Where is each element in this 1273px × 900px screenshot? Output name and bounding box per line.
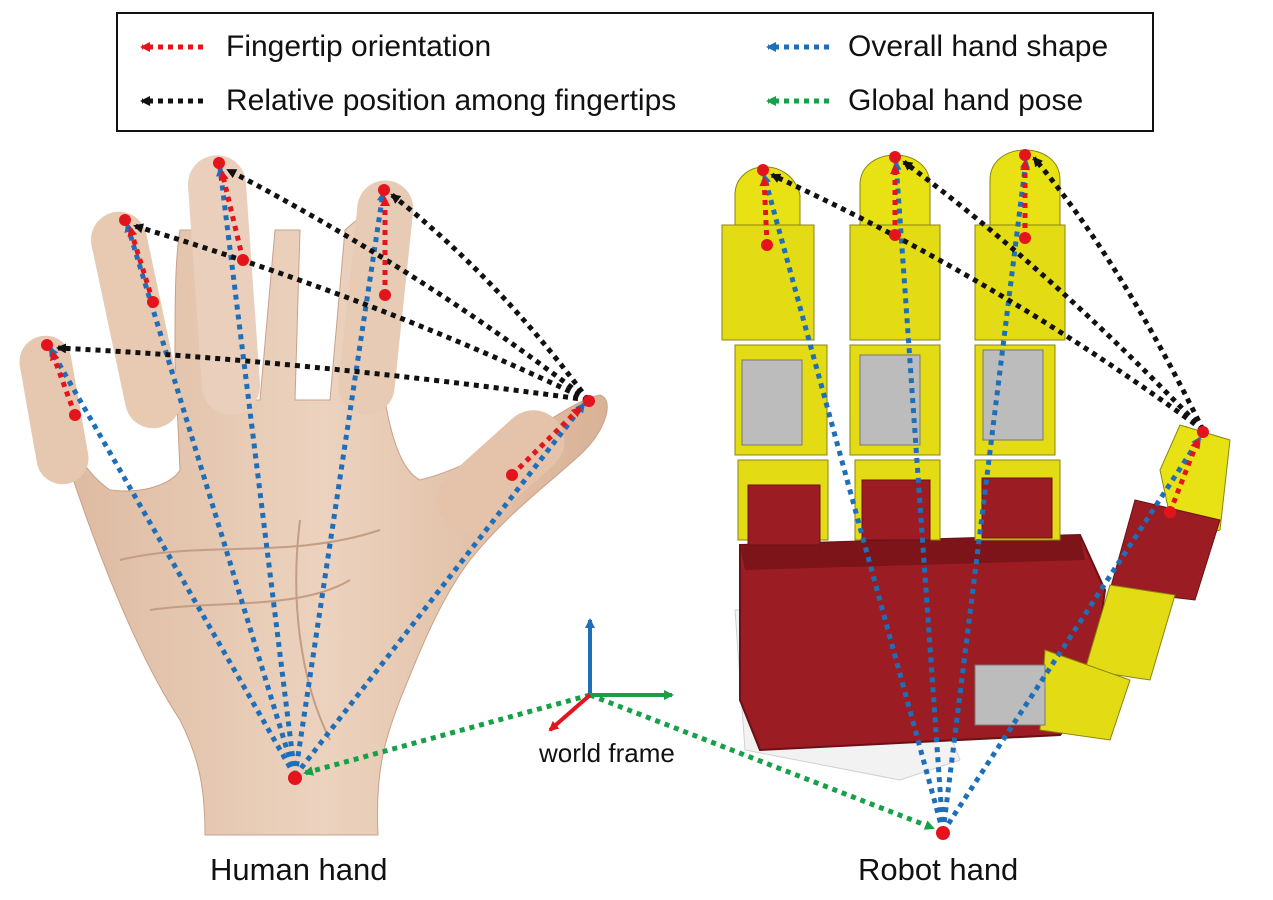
legend-label-global-pose: Global hand pose [848,84,1084,117]
legend-relative-position: Relative position among fingertips [128,84,748,118]
black-arrow-human-middle [226,167,590,402]
legend-global-pose: Global hand pose [754,84,1144,118]
legend-overall-shape: Overall hand shape [754,30,1144,64]
legend-label-relative-position: Relative position among fingertips [226,84,677,117]
red-arrow-human-ring [127,226,156,303]
green-arrow-to-robot [589,692,935,831]
world-frame-axes [548,618,674,732]
human-ring-finger [90,211,182,429]
human-hand-caption: Human hand [210,852,388,887]
robot-hand-caption: Robot hand [858,852,1019,887]
blue-arrow-human-little [47,346,298,778]
human-hand-illustration [19,155,608,836]
global-pose-arrows [303,692,935,831]
legend-fingertip-orientation: Fingertip orientation [128,30,608,64]
human-middle-finger [187,155,261,415]
robot-finger-2 [849,154,941,541]
human-little-finger [19,335,89,485]
blue-arrow-robot-f2 [891,160,946,833]
human-thumb [436,410,565,532]
legend-label-fingertip-orientation: Fingertip orientation [226,30,492,63]
overall-shape-arrows [47,158,1203,834]
red-dotted-arrow-icon [140,42,203,52]
black-arrow-robot-f3 [1032,156,1206,432]
keypoints [41,149,1209,840]
black-arrow-human-index [390,193,591,402]
blue-arrow-human-thumb [293,402,586,778]
black-arrow-human-little [56,343,589,403]
robot-hand-illustration [721,149,1231,781]
frame-x-axis [548,693,592,732]
blue-arrow-robot-thumb [940,436,1203,834]
black-arrow-human-ring [133,223,590,403]
black-arrow-robot-f2 [902,159,1205,432]
human-palm [39,199,608,836]
robot-thumb [974,424,1231,741]
legend: Fingertip orientation Relative position … [116,12,1154,132]
world-frame-label: world frame [539,738,675,768]
red-arrow-robot-thumb [1167,438,1201,513]
relative-position-arrows [56,156,1206,433]
fingertip-orientation-arrows [49,160,1201,513]
legend-label-overall-shape: Overall hand shape [848,30,1109,63]
blue-arrow-human-index [292,191,387,777]
blue-arrow-human-ring [124,222,298,777]
red-arrow-robot-f1 [759,176,770,246]
black-dotted-arrow-icon [140,96,203,106]
blue-arrow-robot-f3 [940,158,1030,833]
green-dotted-arrow-icon [766,96,829,106]
red-arrow-human-little [49,350,78,416]
blue-arrow-human-middle [216,166,298,777]
black-arrow-robot-f1 [770,172,1205,433]
blue-arrow-robot-f1 [761,173,946,833]
blue-dotted-arrow-icon [766,42,829,52]
